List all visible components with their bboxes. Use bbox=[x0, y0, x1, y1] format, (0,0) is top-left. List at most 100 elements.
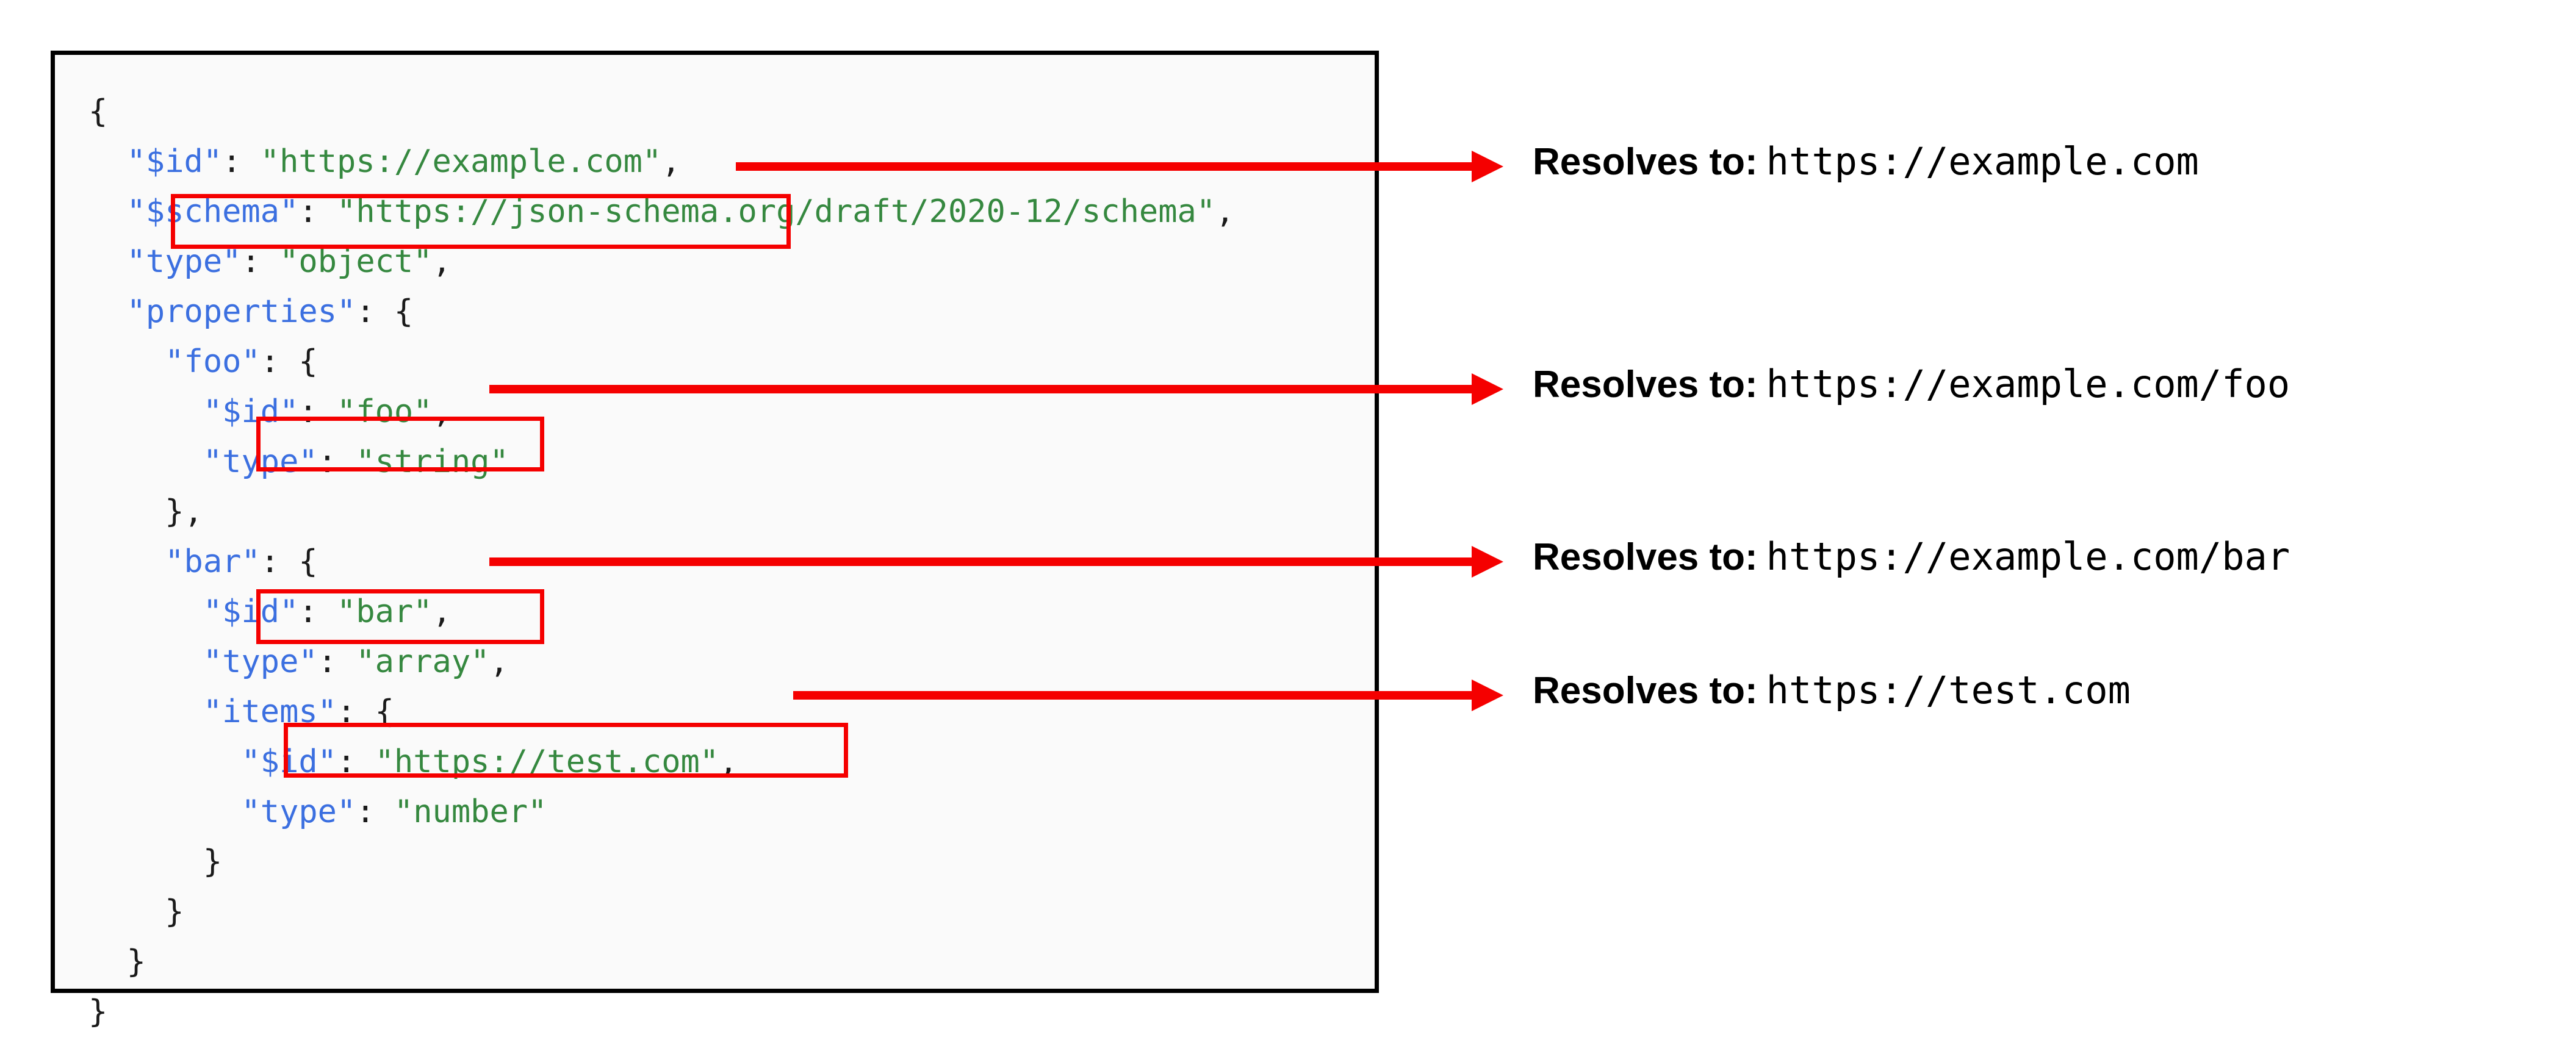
json-string: "string" bbox=[356, 443, 509, 480]
json-key: "type" bbox=[241, 794, 356, 830]
json-key: "items" bbox=[203, 694, 337, 730]
connector-arrow-3 bbox=[489, 546, 1503, 578]
annotation-1: Resolves to:https://example.com bbox=[1533, 143, 2199, 181]
json-string: "array" bbox=[356, 643, 490, 680]
json-punctuation: , bbox=[432, 393, 452, 430]
code-line: "type": "string" bbox=[88, 437, 1234, 487]
annotation-4: Resolves to:https://test.com bbox=[1533, 672, 2131, 710]
code-line: } bbox=[88, 987, 1234, 1037]
json-code-block: { "$id": "https://example.com", "$schema… bbox=[88, 87, 1234, 1037]
code-line: "foo": { bbox=[88, 337, 1234, 387]
json-string: "number" bbox=[394, 794, 547, 830]
code-line: "type": "number" bbox=[88, 787, 1234, 837]
code-line: "$schema": "https://json-schema.org/draf… bbox=[88, 187, 1235, 237]
connector-arrow-1 bbox=[736, 151, 1503, 182]
code-indent bbox=[88, 493, 165, 530]
json-punctuation: , bbox=[432, 243, 452, 280]
code-line: "properties": { bbox=[88, 287, 1234, 337]
arrow-head-icon bbox=[1472, 679, 1503, 711]
code-line: } bbox=[88, 887, 1234, 937]
json-punctuation: } bbox=[165, 894, 184, 930]
json-punctuation: : { bbox=[260, 343, 318, 380]
connector-arrow-2 bbox=[489, 373, 1503, 405]
code-line: "type": "array", bbox=[88, 637, 1234, 687]
json-punctuation: , bbox=[489, 643, 509, 680]
annotation-label: Resolves to: bbox=[1533, 141, 1758, 183]
json-punctuation: , bbox=[719, 744, 738, 780]
json-key: "$id" bbox=[203, 593, 299, 630]
code-indent bbox=[88, 193, 127, 230]
json-punctuation: : { bbox=[260, 543, 318, 580]
json-punctuation: : { bbox=[337, 694, 394, 730]
annotation-label: Resolves to: bbox=[1533, 536, 1758, 578]
code-line: "$id": "https://example.com", bbox=[88, 137, 1234, 187]
json-punctuation: : bbox=[356, 794, 394, 830]
json-punctuation: } bbox=[126, 944, 146, 980]
arrow-head-icon bbox=[1472, 373, 1503, 405]
annotation-url: https://example.com/foo bbox=[1766, 362, 2290, 406]
code-indent bbox=[88, 143, 127, 180]
json-punctuation: : bbox=[298, 393, 337, 430]
json-string: "https://example.com" bbox=[260, 143, 662, 180]
code-line: "bar": { bbox=[88, 537, 1234, 587]
json-key: "$id" bbox=[203, 393, 299, 430]
json-key: "$id" bbox=[126, 143, 223, 180]
json-punctuation: : bbox=[241, 243, 280, 280]
code-indent bbox=[88, 443, 203, 480]
json-key: "type" bbox=[203, 643, 318, 680]
json-key: "bar" bbox=[165, 543, 261, 580]
json-string: "object" bbox=[279, 243, 433, 280]
annotation-label: Resolves to: bbox=[1533, 670, 1758, 712]
code-line: } bbox=[88, 937, 1234, 987]
code-indent bbox=[88, 393, 203, 430]
arrow-shaft bbox=[736, 162, 1472, 171]
annotation-url: https://example.com bbox=[1766, 139, 2199, 184]
json-string: "foo" bbox=[337, 393, 433, 430]
json-key: "$id" bbox=[241, 744, 337, 780]
arrow-shaft bbox=[793, 691, 1472, 700]
code-line: } bbox=[88, 837, 1234, 887]
json-string: "https://test.com" bbox=[375, 744, 719, 780]
connector-arrow-4 bbox=[793, 679, 1503, 711]
json-punctuation: : bbox=[298, 593, 337, 630]
code-indent bbox=[88, 593, 203, 630]
annotation-url: https://test.com bbox=[1766, 668, 2131, 712]
code-line: "type": "object", bbox=[88, 237, 1234, 287]
code-indent bbox=[88, 293, 127, 330]
annotation-2: Resolves to:https://example.com/foo bbox=[1533, 365, 2290, 404]
json-punctuation: : { bbox=[356, 293, 414, 330]
json-punctuation: : bbox=[222, 143, 261, 180]
json-punctuation: : bbox=[298, 193, 337, 230]
annotation-url: https://example.com/bar bbox=[1766, 534, 2290, 579]
code-indent bbox=[88, 694, 203, 730]
json-key: "properties" bbox=[126, 293, 356, 330]
code-indent bbox=[88, 243, 127, 280]
json-string: "bar" bbox=[337, 593, 433, 630]
arrow-shaft bbox=[489, 557, 1472, 566]
json-punctuation: : bbox=[317, 643, 356, 680]
arrow-shaft bbox=[489, 385, 1472, 393]
json-key: "type" bbox=[203, 443, 318, 480]
json-key: "foo" bbox=[165, 343, 261, 380]
code-line: "$id": "foo", bbox=[88, 387, 1234, 437]
json-punctuation: } bbox=[203, 844, 223, 880]
json-code-panel: { "$id": "https://example.com", "$schema… bbox=[51, 51, 1379, 1030]
json-punctuation: , bbox=[661, 143, 681, 180]
code-indent bbox=[88, 944, 127, 980]
code-indent bbox=[88, 894, 165, 930]
code-indent bbox=[88, 643, 203, 680]
code-line: "$id": "bar", bbox=[88, 587, 1234, 637]
json-punctuation: }, bbox=[165, 493, 203, 530]
arrow-head-icon bbox=[1472, 546, 1503, 578]
annotation-label: Resolves to: bbox=[1533, 364, 1758, 406]
code-indent bbox=[88, 343, 165, 380]
annotation-3: Resolves to:https://example.com/bar bbox=[1533, 538, 2290, 576]
code-line: { bbox=[88, 87, 1234, 137]
code-indent bbox=[88, 543, 165, 580]
code-indent bbox=[88, 794, 241, 830]
json-key: "$schema" bbox=[126, 193, 299, 230]
code-indent bbox=[88, 744, 241, 780]
json-punctuation: : bbox=[317, 443, 356, 480]
code-indent bbox=[88, 844, 203, 880]
